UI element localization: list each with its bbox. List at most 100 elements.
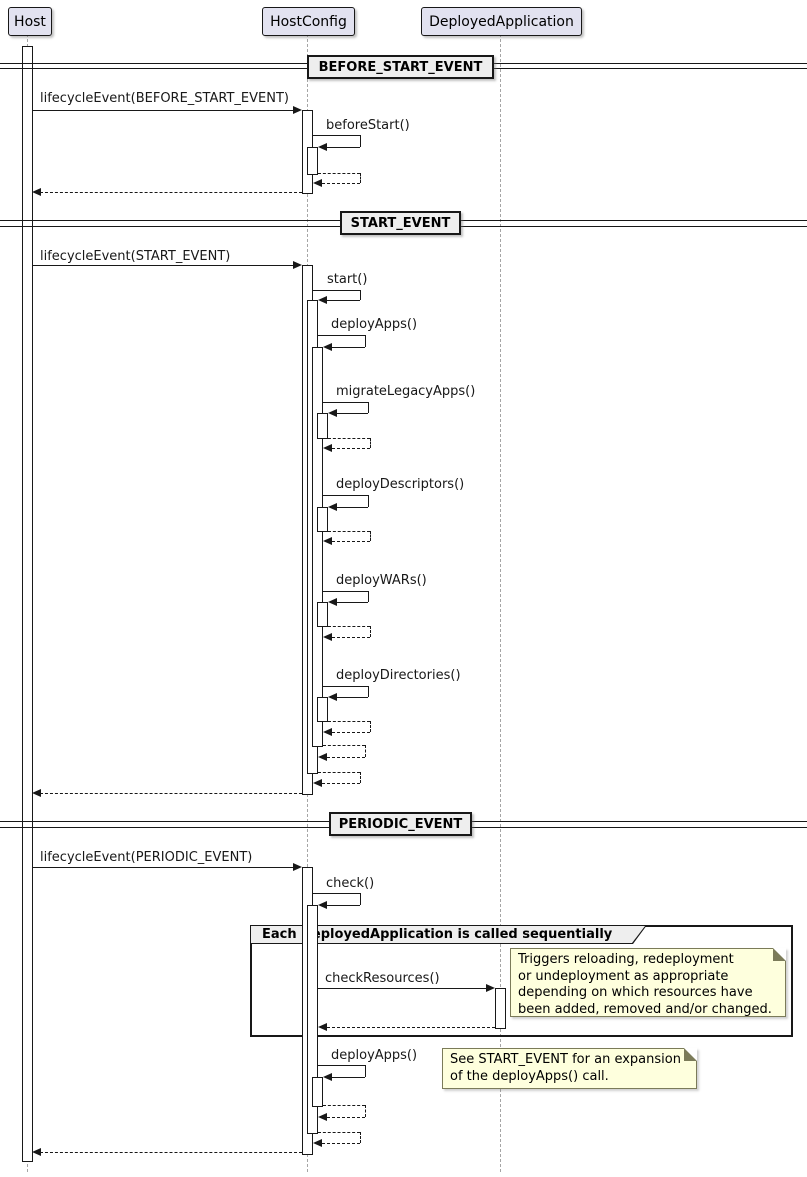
activation-deployedapplication-checkresources [495,988,506,1029]
arrowhead-right [486,984,495,992]
return-line [327,1027,495,1028]
return-line [332,637,370,638]
group-frame-title: Each DeployedApplication is called seque… [251,926,645,943]
return-line [370,626,371,637]
return-line [328,626,370,627]
return-line [370,531,371,541]
message-label-deployapps: deployApps() [331,317,418,332]
message-label-beforestart: beforeStart() [326,118,410,133]
return-line [327,1117,365,1118]
arrowhead-left [313,779,322,787]
return-line [365,745,366,757]
return-line [328,721,370,722]
arrow-line [327,905,360,906]
return-line [365,1105,366,1117]
arrowhead-left [318,296,327,304]
return-line [40,793,302,794]
return-line [322,183,360,184]
arrow-line [318,1065,365,1066]
return-line [332,732,370,733]
return-line [323,1105,365,1106]
arrowhead-left [328,503,337,511]
arrow-line [327,300,360,301]
arrow-line [327,147,360,148]
arrow-line [365,1065,366,1077]
arrowhead-left [323,728,332,736]
arrow-line [337,697,368,698]
arrowhead-left [318,901,327,909]
arrow-line [368,402,369,413]
message-label-lifecycle-before-start: lifecycleEvent(BEFORE_START_EVENT) [40,91,289,106]
message-label-checkresources: checkResources() [325,971,440,986]
arrowhead-left [323,343,332,351]
activation-deployapps-periodic [312,1077,323,1107]
arrowhead-left [32,1148,41,1156]
return-line [328,438,370,439]
activation-deploydirectories [317,697,328,722]
arrowhead-left [328,598,337,606]
arrowhead-left [323,633,332,641]
message-label-check: check() [326,876,375,891]
divider-start-event: START_EVENT [340,211,461,235]
return-line [318,173,360,174]
return-line [318,1132,360,1133]
activation-deployapps [312,347,323,747]
activation-migratelegacyapps [317,413,328,439]
arrow-line [332,347,365,348]
participant-host: Host [8,7,52,36]
lifeline-deployedapplication [500,34,501,1172]
arrowhead-left [313,1139,322,1147]
message-label-lifecycle-periodic: lifecycleEvent(PERIODIC_EVENT) [40,850,253,865]
return-line [332,541,370,542]
return-line [322,1143,360,1144]
return-line [318,772,360,773]
return-line [322,783,360,784]
note-deploy-apps: See START_EVENT for an expansion of the … [442,1048,697,1089]
arrow-line [323,591,368,592]
arrow-line [368,686,369,697]
arrow-line [360,893,361,905]
return-line [328,531,370,532]
arrow-line [313,893,360,894]
arrowhead-right [293,106,302,114]
return-line [360,1132,361,1143]
divider-before-start-event: BEFORE_START_EVENT [307,55,494,79]
arrow-line [313,290,360,291]
return-line [360,772,361,783]
arrowhead-right [293,863,302,871]
arrowhead-left [32,789,41,797]
arrowhead-left [318,1113,327,1121]
participant-deployedapplication: DeployedApplication [421,7,582,36]
arrow-line [365,335,366,347]
return-line [370,721,371,732]
arrow-line [332,1077,365,1078]
activation-beforestart [307,147,318,175]
return-line [360,173,361,183]
arrow-line [318,988,486,989]
message-label-migratelegacyapps: migrateLegacyApps() [336,384,476,399]
message-label-start: start() [327,272,368,287]
arrowhead-left [323,1073,332,1081]
arrowhead-left [32,188,41,196]
divider-periodic-event: PERIODIC_EVENT [329,812,472,836]
arrow-line [33,867,293,868]
arrowhead-left [318,753,327,761]
arrowhead-left [328,693,337,701]
arrow-line [360,290,361,300]
message-label-deployapps-periodic: deployApps() [331,1048,418,1063]
arrow-line [323,686,368,687]
return-line [327,757,365,758]
message-label-deploywars: deployWARs() [336,573,427,588]
return-line [370,438,371,448]
activation-deploydescriptors [317,507,328,532]
activation-host [22,46,33,1162]
message-label-deploydescriptors: deployDescriptors() [336,477,465,492]
note-check-resources: Triggers reloading, redeployment or unde… [510,948,786,1017]
arrow-line [337,507,368,508]
arrow-line [368,495,369,507]
message-label-deploydirectories: deployDirectories() [336,668,461,683]
arrow-line [33,265,293,266]
arrow-line [360,135,361,147]
arrow-line [33,110,293,111]
